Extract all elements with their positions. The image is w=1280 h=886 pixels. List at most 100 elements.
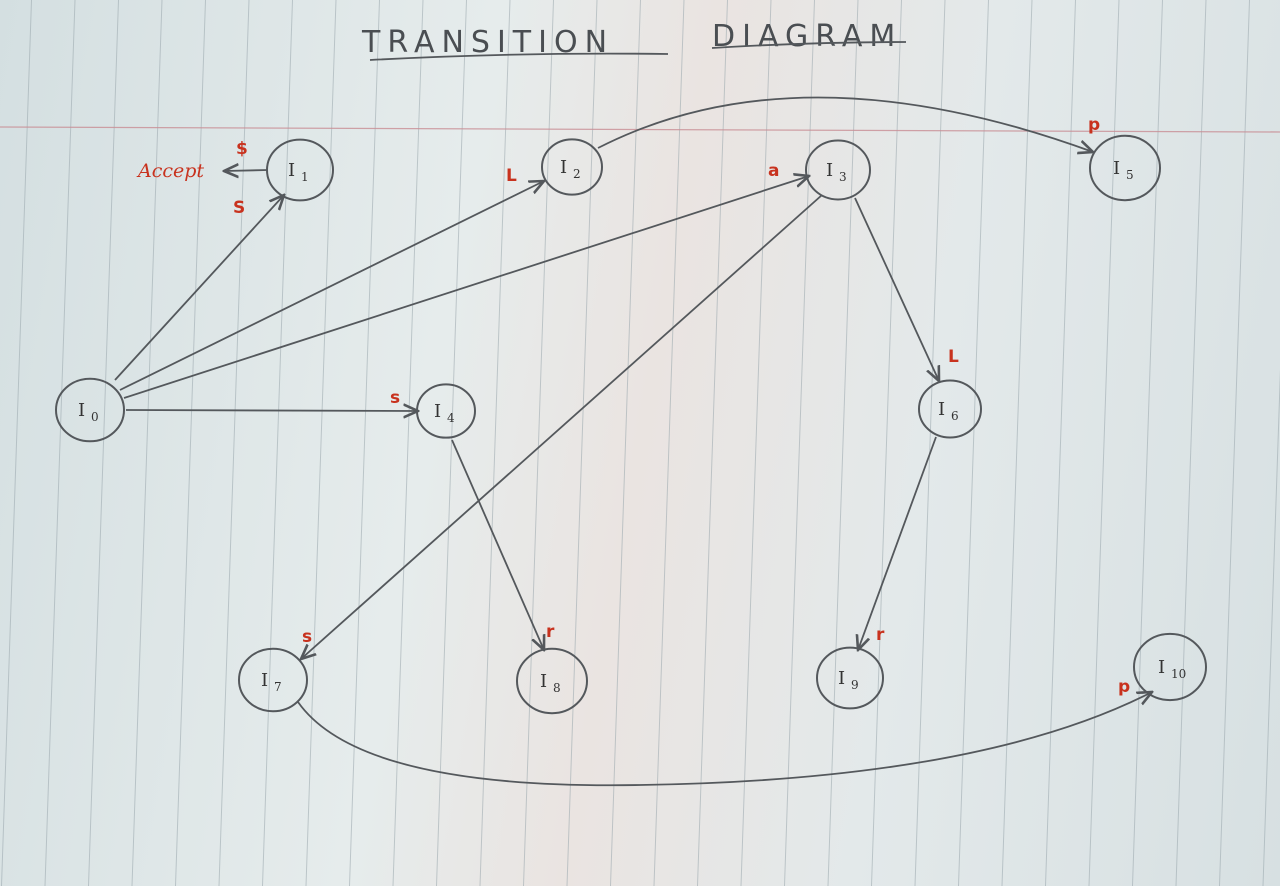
edge-label-i4-i8: r (546, 622, 555, 642)
edge-label-i2-i5: p (1088, 115, 1100, 135)
rule-line (1045, 0, 1076, 886)
rule-line (1001, 0, 1033, 886)
edge-label-i6-i9: r (876, 625, 885, 645)
state-label: I (261, 670, 268, 691)
state-subscript: 7 (274, 680, 282, 694)
edge-i0-i4 (125, 410, 418, 411)
state-subscript: 8 (553, 681, 561, 695)
rule-line (218, 0, 250, 886)
state-subscript: 5 (1126, 168, 1134, 182)
rule-line (1088, 0, 1120, 886)
state-circle (238, 647, 308, 713)
edge-i0-i1 (114, 195, 284, 381)
edge-i7-i10 (297, 692, 1152, 787)
edge-i3-i6 (854, 197, 939, 381)
rule-line (566, 0, 598, 886)
rule-line (88, 0, 119, 886)
state-circle (805, 139, 871, 201)
edge-label-i7-i10: p (1118, 677, 1130, 697)
edge-i0-i2 (119, 181, 544, 391)
rule-line (871, 0, 902, 886)
diagram-title: TRANSITION DIAGRAM (361, 19, 907, 61)
title-word-diagram: DIAGRAM (712, 19, 902, 54)
rule-line (262, 0, 293, 886)
state-label: I (938, 399, 945, 420)
state-subscript: 10 (1171, 667, 1186, 681)
rule-line (1132, 0, 1163, 886)
rule-line (827, 0, 859, 886)
state-subscript: 0 (91, 410, 99, 424)
rule-line (523, 0, 554, 886)
accept-symbol-label: $ (236, 139, 248, 159)
rule-line (349, 0, 380, 886)
edge-i6-i9 (858, 436, 937, 650)
edge-i4-i8 (451, 439, 544, 650)
state-label: I (826, 160, 833, 181)
state-label: I (560, 157, 567, 178)
rule-line (740, 0, 772, 886)
title-underline-left (369, 52, 669, 61)
state-subscript: 4 (447, 411, 455, 425)
state-subscript: 1 (301, 170, 309, 184)
state-label: I (434, 401, 441, 422)
rule-line (1175, 0, 1207, 886)
state-subscript: 2 (573, 167, 581, 181)
rule-line (1, 0, 32, 886)
edge-label-i0-i2: L (506, 166, 517, 186)
rule-line (610, 0, 641, 886)
rule-line (914, 0, 946, 886)
state-label: I (78, 400, 85, 421)
edge-i2-i5 (597, 96, 1093, 152)
rule-line (697, 0, 728, 886)
state-subscript: 9 (851, 678, 859, 692)
state-subscript: 3 (839, 170, 847, 184)
state-circle (541, 138, 603, 196)
state-circle (516, 647, 588, 715)
edge-i3-i7 (301, 194, 823, 659)
edge-label-i3-i6: L (948, 347, 959, 367)
edge-label-i0-i4: s (390, 388, 400, 408)
rule-line (44, 0, 76, 886)
state-circle (55, 377, 125, 443)
state-subscript: 6 (951, 409, 959, 423)
state-label: I (288, 160, 295, 181)
rule-line (1262, 369, 1280, 886)
state-circle (266, 138, 334, 202)
edge-label-i0-i3: a (768, 161, 779, 181)
state-label: I (540, 671, 547, 692)
rule-line (479, 0, 511, 886)
rule-line (653, 0, 685, 886)
rule-line (958, 0, 989, 886)
edge-i0-i3 (123, 176, 809, 399)
state-circle (918, 379, 982, 439)
rule-line (175, 0, 206, 886)
state-circle (816, 646, 884, 710)
state-label: I (1113, 158, 1120, 179)
edge-label-i3-i7: s (302, 627, 312, 647)
state-circle (1089, 134, 1161, 202)
title-underline-right (711, 41, 907, 49)
rule-line (131, 0, 163, 886)
accept-edge: Accept $ (136, 139, 269, 182)
state-label: I (838, 668, 845, 689)
rule-line (1219, 0, 1250, 886)
rule-line (392, 0, 424, 886)
rule-line (305, 0, 337, 886)
accept-arrow (224, 170, 269, 171)
state-circle (416, 383, 476, 439)
